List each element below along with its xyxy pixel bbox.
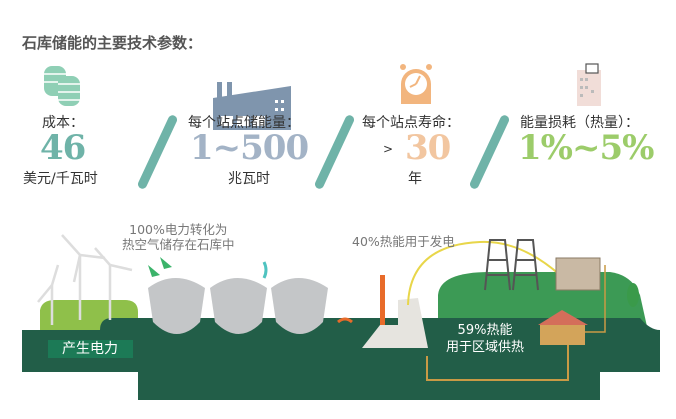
cost-unit: 美元/千瓦时 <box>23 171 98 187</box>
page-title: 石库储能的主要技术参数： <box>22 34 203 52</box>
divider-slash <box>313 113 356 191</box>
storage-caption-line2: 热空气储存在石库中 <box>122 237 235 252</box>
power-plant <box>362 275 428 348</box>
house <box>538 310 588 345</box>
power-caption: 40%热能用于发电 <box>352 234 455 249</box>
loss-value: 1%~5% <box>518 128 654 168</box>
heat-caption: 59%热能 用于区域供热 <box>446 322 524 356</box>
coins-stack-icon <box>44 66 80 106</box>
storage-diagram <box>22 234 660 400</box>
rock-piles <box>148 278 328 334</box>
cost-label: 成本： <box>42 115 84 131</box>
cost-value: 46 <box>40 128 86 168</box>
lifetime-value: 30 <box>405 128 451 168</box>
wind-turbines <box>37 234 133 325</box>
capacity-unit: 兆瓦时 <box>228 171 270 187</box>
capacity-label: 每个站点储能量： <box>188 115 300 131</box>
lifetime-label: 每个站点寿命： <box>362 115 460 131</box>
loss-label: 能量损耗（热量）： <box>520 115 639 131</box>
divider-slash <box>136 113 179 191</box>
alarm-clock-icon <box>400 64 432 104</box>
factory-icon <box>213 82 291 130</box>
heat-caption-line1: 59%热能 <box>457 323 513 338</box>
building-icon <box>577 63 601 106</box>
divider-slash <box>468 113 511 191</box>
capacity-value: 1~500 <box>190 128 309 168</box>
transmission-towers <box>484 239 539 291</box>
generate-power-label: 产生电力 <box>62 341 118 357</box>
storage-caption: 100%电力转化为 热空气储存在石库中 <box>122 222 235 252</box>
lifetime-unit: 年 <box>408 171 422 187</box>
lifetime-prefix: > <box>383 142 394 156</box>
heat-caption-line2: 用于区域供热 <box>446 340 525 355</box>
storage-caption-line1: 100%电力转化为 <box>129 222 228 237</box>
